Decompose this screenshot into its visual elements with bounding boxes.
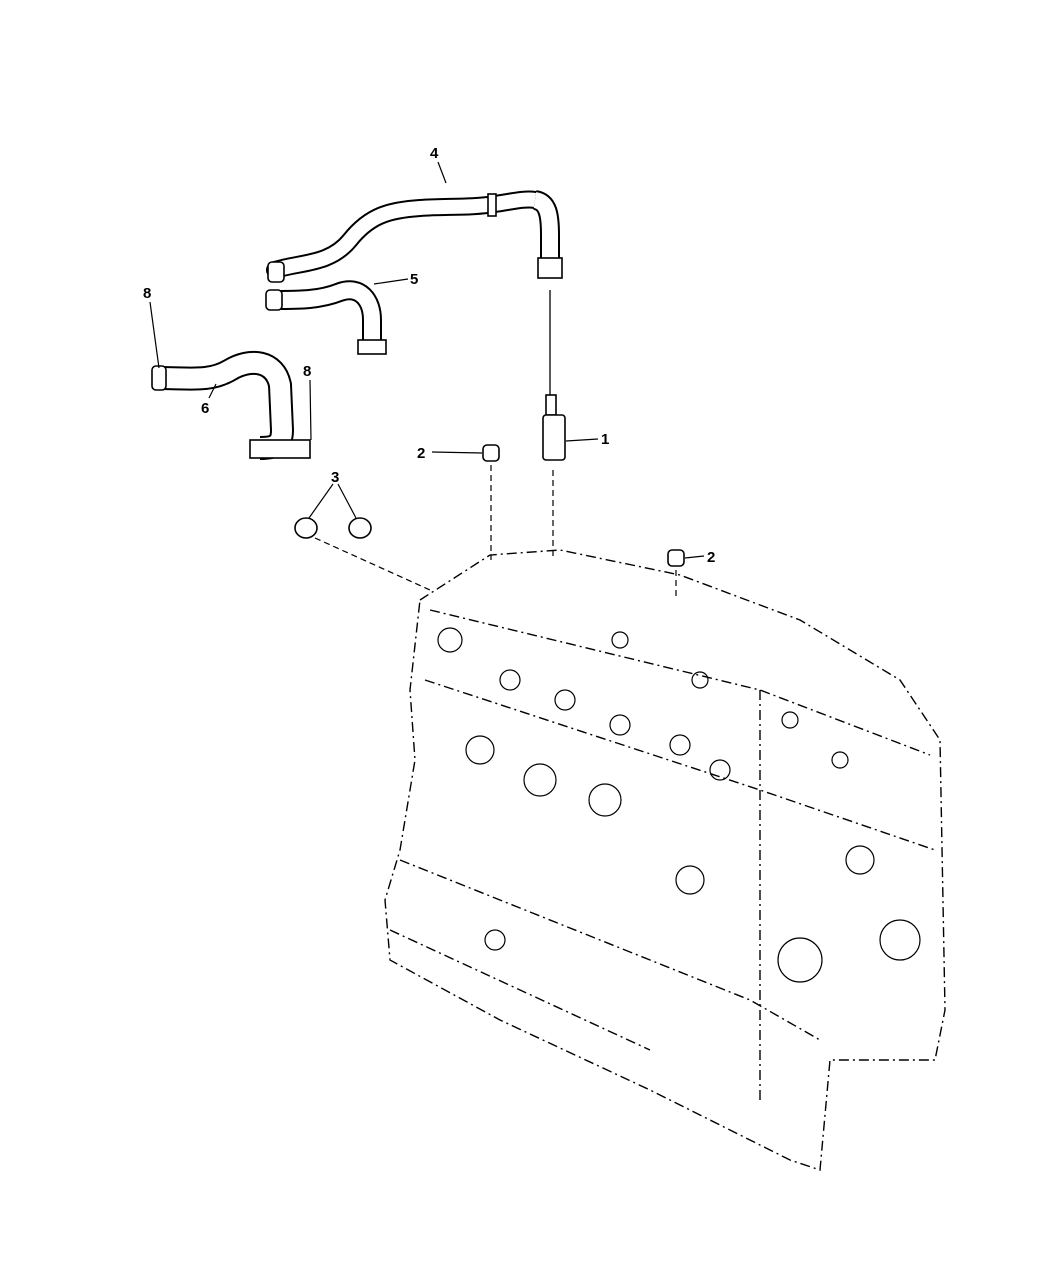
hose-5 (265, 280, 387, 355)
callout-4: 4 (430, 145, 439, 162)
part-2-plug (482, 444, 500, 462)
callout-6: 6 (201, 400, 209, 417)
callout-8: 8 (303, 363, 311, 380)
part-2-plug (667, 549, 685, 567)
part-1-fitting (542, 290, 566, 560)
callout-3: 3 (331, 469, 339, 486)
callout-2: 2 (417, 445, 425, 462)
leader-lines (149, 161, 705, 559)
hose-6 (151, 351, 311, 460)
callout-5: 5 (410, 271, 418, 288)
part-3-plugs (294, 517, 431, 591)
callout-8: 8 (143, 285, 151, 302)
engine-block (384, 549, 946, 1171)
hose-4 (266, 190, 563, 283)
callout-2: 2 (707, 549, 715, 566)
callout-1: 1 (601, 431, 609, 448)
